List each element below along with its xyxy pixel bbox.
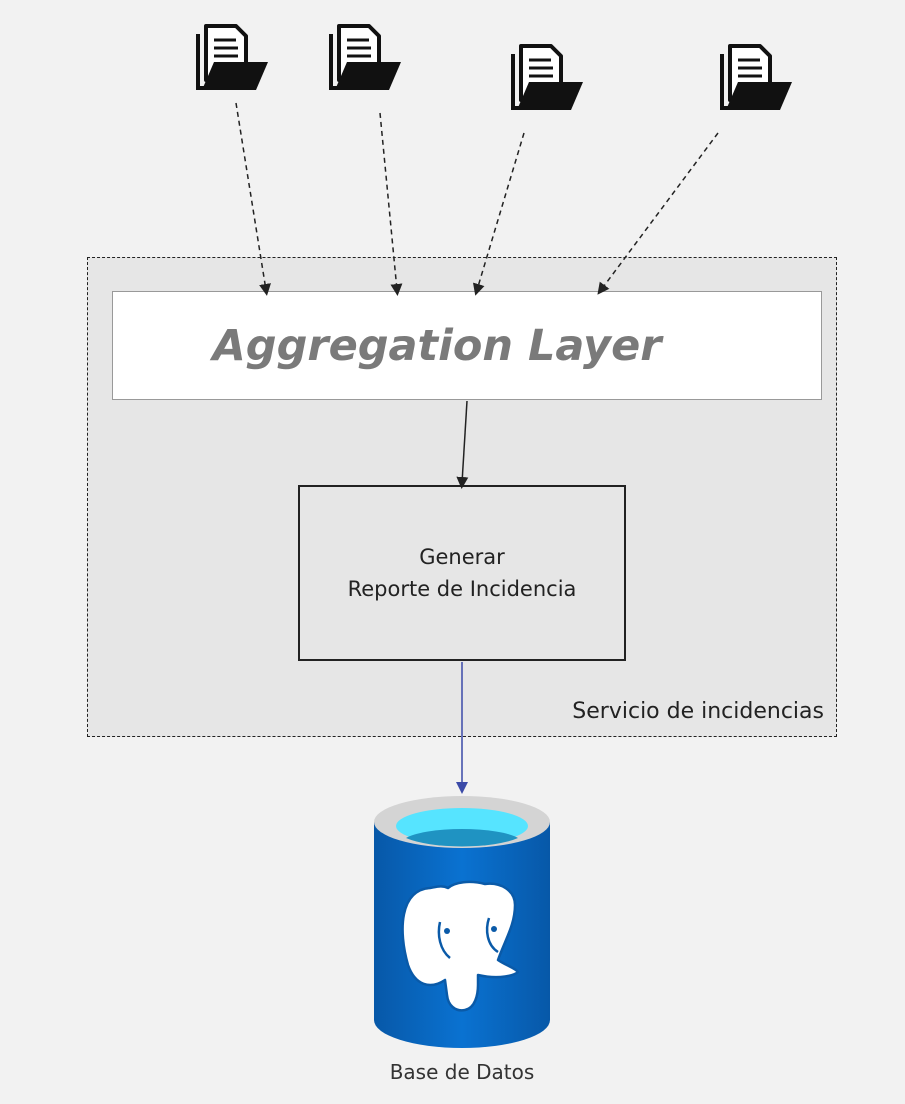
- source-connector-3: [472, 132, 525, 296]
- source-connector-1: [235, 102, 271, 296]
- report-label-line2: Reporte de Incidencia: [347, 577, 577, 601]
- document-folder-icon: [511, 44, 583, 110]
- source-connector-2: [379, 112, 403, 296]
- aggregation-layer-label: Aggregation Layer: [212, 320, 662, 371]
- database-label: Base de Datos: [389, 1060, 535, 1084]
- service-label: Servicio de incidencias: [572, 699, 824, 724]
- source-connector-4: [597, 132, 719, 295]
- aggregation-to-report-connector: [456, 400, 469, 489]
- report-label-line1: Generar: [419, 545, 505, 569]
- aggregation-layer: Aggregation Layer: [112, 291, 822, 400]
- generate-report-box: Generar Reporte de Incidencia: [298, 485, 626, 661]
- document-folder-icon: [196, 24, 268, 90]
- postgresql-elephant-icon: [401, 880, 520, 1012]
- document-folder-icon: [720, 44, 792, 110]
- document-folder-icon: [329, 24, 401, 90]
